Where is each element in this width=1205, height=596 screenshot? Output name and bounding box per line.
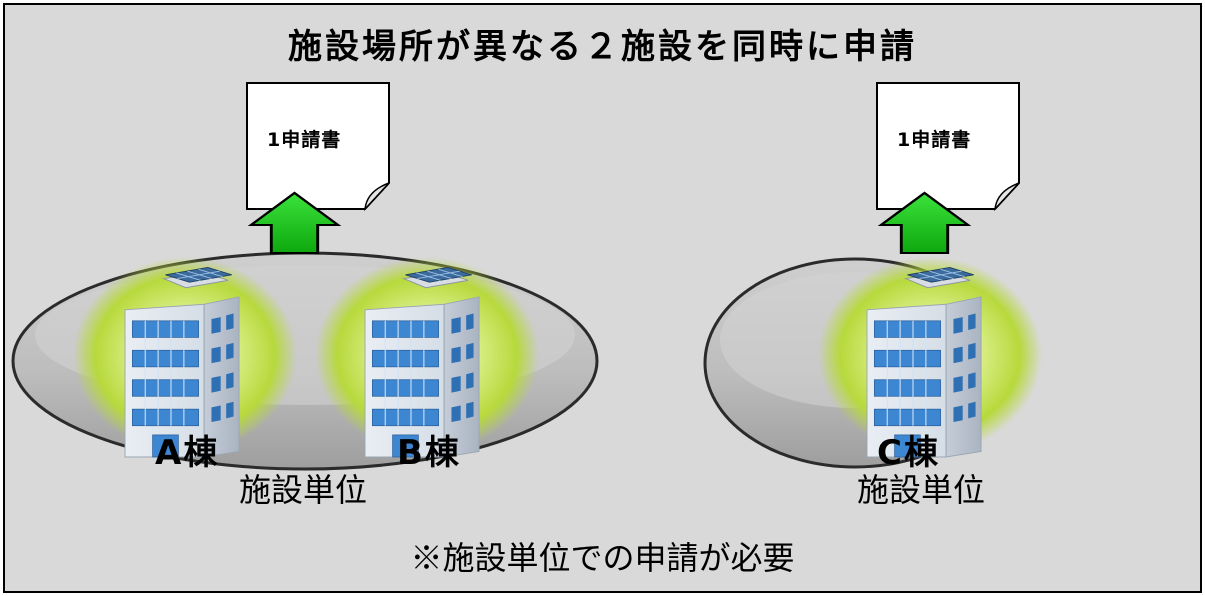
document-label: 1申請書 [897,129,972,151]
diagram-artwork [11,82,1042,471]
diagram-title: 施設場所が異なる２施設を同時に申請 [288,27,917,67]
facility-unit-label: 施設単位 [239,471,368,509]
footnote: ※施設単位での申請が必要 [410,539,795,577]
diagram-frame: 施設場所が異なる２施設を同時に申請 1申請書 1申請書 A棟 B棟 C棟 施設単… [3,3,1202,593]
building-label-c: C棟 [877,433,940,473]
document-label: 1申請書 [267,129,342,151]
facility-unit-label: 施設単位 [857,471,986,509]
building-label-a: A棟 [155,433,220,473]
building-label-b: B棟 [397,433,461,473]
